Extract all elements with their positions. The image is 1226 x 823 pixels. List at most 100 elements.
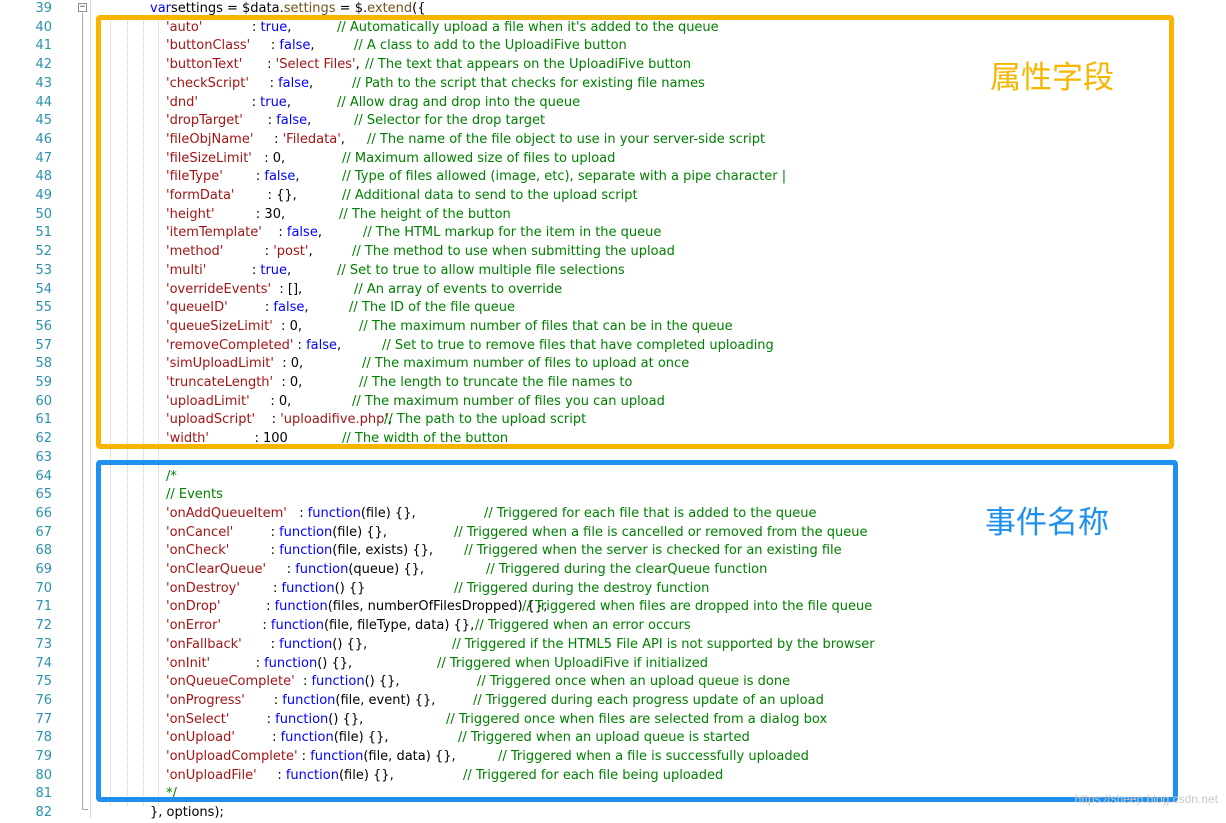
code-line[interactable]: 72'onError' : function(file, fileType, d…	[0, 617, 1226, 636]
code-token: true	[260, 94, 287, 110]
code-comment: // Maximum allowed size of files to uplo…	[342, 150, 616, 166]
code-comment: // Triggered for each file being uploade…	[463, 767, 724, 783]
code-line[interactable]: 77'onSelect' : function() {},// Triggere…	[0, 711, 1226, 730]
code-comment: /*	[166, 468, 177, 484]
code-line[interactable]: 45'dropTarget' : false,// Selector for t…	[0, 112, 1226, 131]
code-line[interactable]: 47'fileSizeLimit' : 0,// Maximum allowed…	[0, 150, 1226, 169]
code-token: :	[261, 225, 287, 241]
code-line[interactable]: 48'fileType' : false,// Type of files al…	[0, 168, 1226, 187]
indent-guide	[158, 16, 159, 806]
code-line[interactable]: 61'uploadScript' : 'uploadifive.php',// …	[0, 411, 1226, 430]
code-line[interactable]: 51'itemTemplate' : false,// The HTML mar…	[0, 224, 1226, 243]
code-line[interactable]: 54'overrideEvents' : [],// An array of e…	[0, 281, 1226, 300]
code-line[interactable]: 60'uploadLimit' : 0,// The maximum numbe…	[0, 393, 1226, 412]
code-line[interactable]: 52'method' : 'post',// The method to use…	[0, 243, 1226, 262]
code-line[interactable]: 46'fileObjName' : 'Filedata',// The name…	[0, 131, 1226, 150]
properties-highlight-box	[96, 15, 1174, 449]
code-line[interactable]: 43'checkScript' : false,// Path to the s…	[0, 75, 1226, 94]
code-comment: // Triggered when a file is successfully…	[498, 749, 809, 764]
code-line[interactable]: 53'multi' : true,// Set to true to allow…	[0, 262, 1226, 281]
line-number: 46	[35, 131, 52, 147]
code-line[interactable]: 56'queueSizeLimit' : 0,// The maximum nu…	[0, 318, 1226, 337]
code-token: function	[279, 543, 333, 559]
indent-guide	[127, 16, 128, 806]
line-number: 75	[35, 674, 52, 690]
code-token: function	[285, 767, 339, 783]
code-line[interactable]: 75'onQueueComplete' : function() {},// T…	[0, 673, 1226, 692]
code-token: function	[280, 730, 334, 746]
code-line[interactable]: 80'onUploadFile' : function(file) {},// …	[0, 767, 1226, 786]
code-token: 'onDestroy'	[166, 580, 240, 596]
code-line[interactable]: 50'height' : 30,// The height of the but…	[0, 206, 1226, 225]
code-line[interactable]: 62'width' : 100// The width of the butto…	[0, 430, 1226, 449]
code-token: 'fileSizeLimit'	[166, 150, 252, 166]
code-token: :	[250, 38, 280, 54]
code-text: 'onClearQueue' : function(queue) {},	[166, 561, 424, 580]
code-line[interactable]: 66'onAddQueueItem' : function(file) {},/…	[0, 505, 1226, 524]
code-comment: // Triggered when the server is checked …	[464, 543, 842, 559]
code-line[interactable]: 42'buttonText' : 'Select Files',// The t…	[0, 56, 1226, 75]
line-number: 62	[35, 431, 52, 447]
code-text: 'uploadScript' : 'uploadifive.php',	[166, 411, 392, 430]
code-line[interactable]: 71'onDrop' : function(files, numberOfFil…	[0, 598, 1226, 617]
code-comment: // An array of events to override	[354, 281, 563, 297]
code-comment: // The method to use when submitting the…	[352, 244, 675, 260]
code-line[interactable]: 79'onUploadComplete' : function(file, da…	[0, 748, 1226, 767]
code-line[interactable]: 78'onUpload' : function(file) {},// Trig…	[0, 729, 1226, 748]
code-token: (file, fileType, data) {},	[323, 618, 475, 634]
line-number: 61	[35, 412, 52, 428]
code-token: true	[260, 19, 288, 35]
code-token: false	[278, 75, 310, 91]
code-line[interactable]: 73'onFallback' : function() {},// Trigge…	[0, 636, 1226, 655]
events-label: 事件名称	[985, 505, 1109, 541]
collapse-icon[interactable]: −	[78, 2, 87, 12]
code-text: 'dropTarget' : false,	[166, 112, 311, 131]
code-line[interactable]: 41'buttonClass' : false,// A class to ad…	[0, 37, 1226, 56]
code-line[interactable]: 58'simUploadLimit' : 0,// The maximum nu…	[0, 355, 1226, 374]
code-token: :	[202, 19, 261, 35]
code-line[interactable]: 55'queueID' : false,// The ID of the fil…	[0, 299, 1226, 318]
code-token: 'uploadLimit'	[166, 393, 250, 409]
code-line[interactable]: 69'onClearQueue' : function(queue) {},//…	[0, 561, 1226, 580]
code-comment: // Additional data to send to the upload…	[342, 188, 638, 203]
code-line[interactable]: 70'onDestroy' : function() {}// Triggere…	[0, 580, 1226, 599]
fold-range-line	[82, 13, 83, 809]
code-text: 'checkScript' : false,	[166, 75, 313, 94]
code-text: 'onProgress' : function(file, event) {},	[166, 692, 435, 711]
fold-margin	[64, 0, 91, 818]
code-token: 'height'	[166, 206, 215, 222]
code-token: 'removeCompleted'	[166, 337, 294, 353]
code-token: ,	[310, 38, 315, 54]
code-line[interactable]: 40'auto' : true,// Automatically upload …	[0, 19, 1226, 38]
code-line[interactable]: 76'onProgress' : function(file, event) {…	[0, 692, 1226, 711]
code-line[interactable]: 68'onCheck' : function(file, exists) {},…	[0, 542, 1226, 561]
code-comment: // Selector for the drop target	[354, 113, 546, 129]
code-line[interactable]: 59'truncateLength' : 0,// The length to …	[0, 374, 1226, 393]
code-comment: // Triggered when files are dropped into…	[522, 599, 873, 615]
code-text: 'fileSizeLimit' : 0,	[166, 150, 285, 169]
code-token: 'onUploadFile'	[166, 767, 257, 783]
code-line[interactable]: 44'dnd' : true,// Allow drag and drop in…	[0, 94, 1226, 113]
code-line[interactable]: 57'removeCompleted' : false,// Set to tr…	[0, 337, 1226, 356]
code-token: 'buttonClass'	[166, 38, 251, 54]
line-number: 74	[35, 655, 52, 671]
code-line[interactable]: 82}, options);	[0, 804, 1226, 823]
code-token: :	[229, 543, 280, 559]
code-text: 'method' : 'post',	[166, 243, 313, 262]
code-line[interactable]: 74'onInit' : function() {},// Triggered …	[0, 655, 1226, 674]
indent-guide	[110, 16, 111, 806]
code-token: ,	[295, 169, 300, 185]
code-line[interactable]: 65// Events	[0, 486, 1226, 505]
line-number: 54	[35, 281, 52, 297]
code-line[interactable]: 49'formData' : {},// Additional data to …	[0, 187, 1226, 206]
code-token: ,	[340, 131, 345, 147]
code-line[interactable]: 67'onCancel' : function(file) {},// Trig…	[0, 524, 1226, 543]
code-line[interactable]: 63	[0, 449, 1226, 468]
code-token: 'onAddQueueItem'	[166, 505, 287, 521]
code-line[interactable]: 81*/	[0, 785, 1226, 804]
line-number: 67	[35, 524, 52, 540]
code-comment: // Triggered when a file is cancelled or…	[454, 524, 868, 540]
code-token: :	[297, 749, 311, 764]
code-line[interactable]: 64/*	[0, 468, 1226, 487]
